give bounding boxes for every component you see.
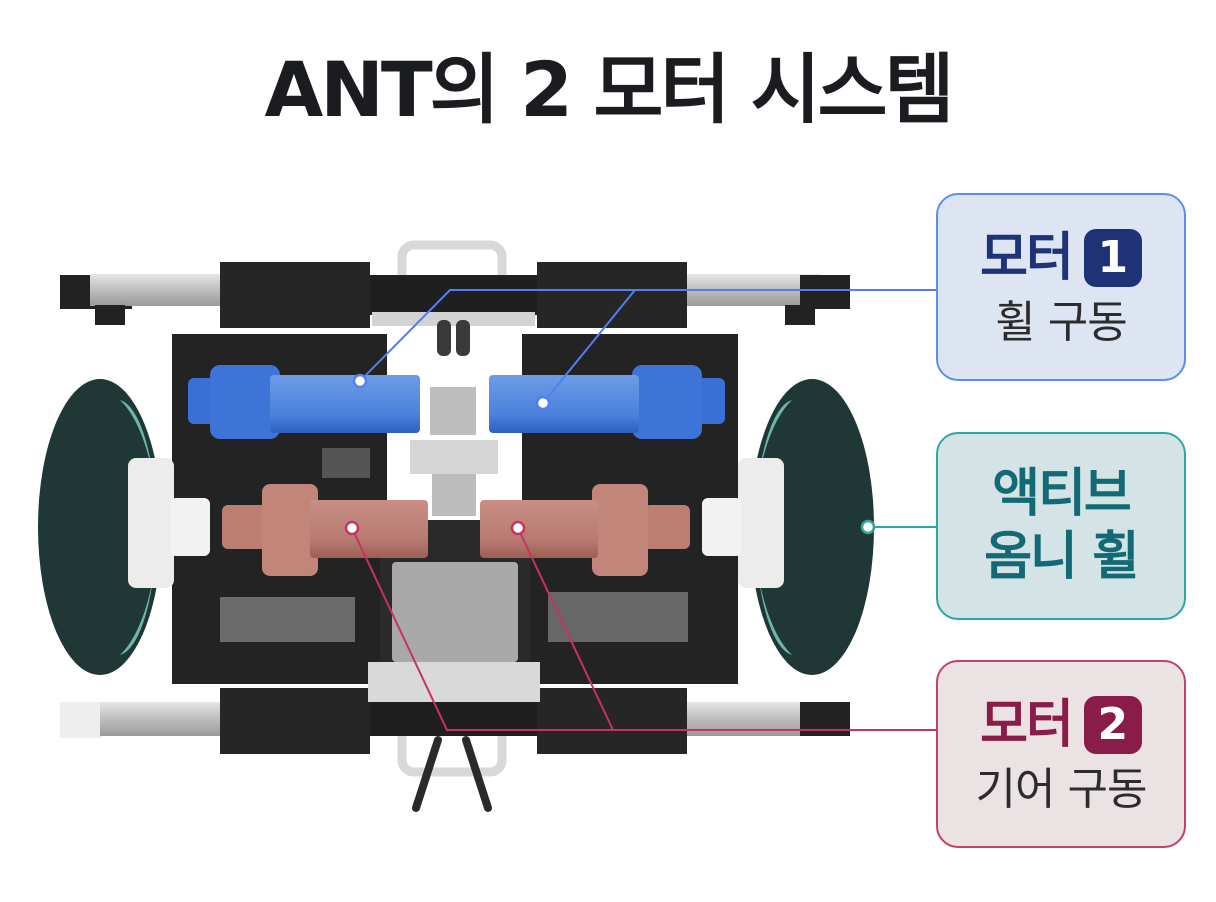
motor2-anchor-dot-left: [344, 520, 360, 536]
motor2-heading: 모터 2: [980, 696, 1142, 754]
omni-wheel-line2: 옴니 휠: [984, 527, 1140, 587]
motor2-title: 모터: [980, 695, 1074, 755]
motor1-subtitle: 휠 구동: [995, 297, 1127, 348]
omni-wheel-left: [38, 379, 210, 675]
motor2-leader-lines: [351, 527, 936, 731]
omni-wheel-right: [702, 379, 874, 675]
motor1-label-box: 모터 1 휠 구동: [936, 193, 1186, 381]
motor1-anchor-dot-left: [352, 373, 368, 389]
linear-rail-bottom: [60, 702, 850, 738]
motor1-title: 모터: [980, 228, 1074, 288]
motor1-leader-lines: [359, 289, 936, 404]
omni-wheel-label-box: 액티브 옴니 휠: [936, 432, 1186, 620]
motor2-subtitle: 기어 구동: [975, 764, 1148, 815]
wheel-motor-left: [188, 365, 420, 439]
page-title: ANT의 2 모터 시스템: [264, 45, 954, 134]
wheel-motor-right: [489, 365, 725, 439]
omni-anchor-dot: [860, 519, 876, 535]
gear-motor-right: [480, 484, 690, 576]
motor1-anchor-dot-right: [535, 395, 551, 411]
linear-rail-top: [60, 274, 850, 325]
motor2-label-box: 모터 2 기어 구동: [936, 660, 1186, 848]
motor2-anchor-dot-right: [510, 520, 526, 536]
motor2-number-badge: 2: [1083, 696, 1142, 754]
motor1-heading: 모터 1: [980, 229, 1142, 287]
omni-wheel-line1: 액티브: [992, 463, 1132, 524]
gear-motor-left: [222, 484, 428, 576]
motor1-number-badge: 1: [1083, 229, 1142, 287]
